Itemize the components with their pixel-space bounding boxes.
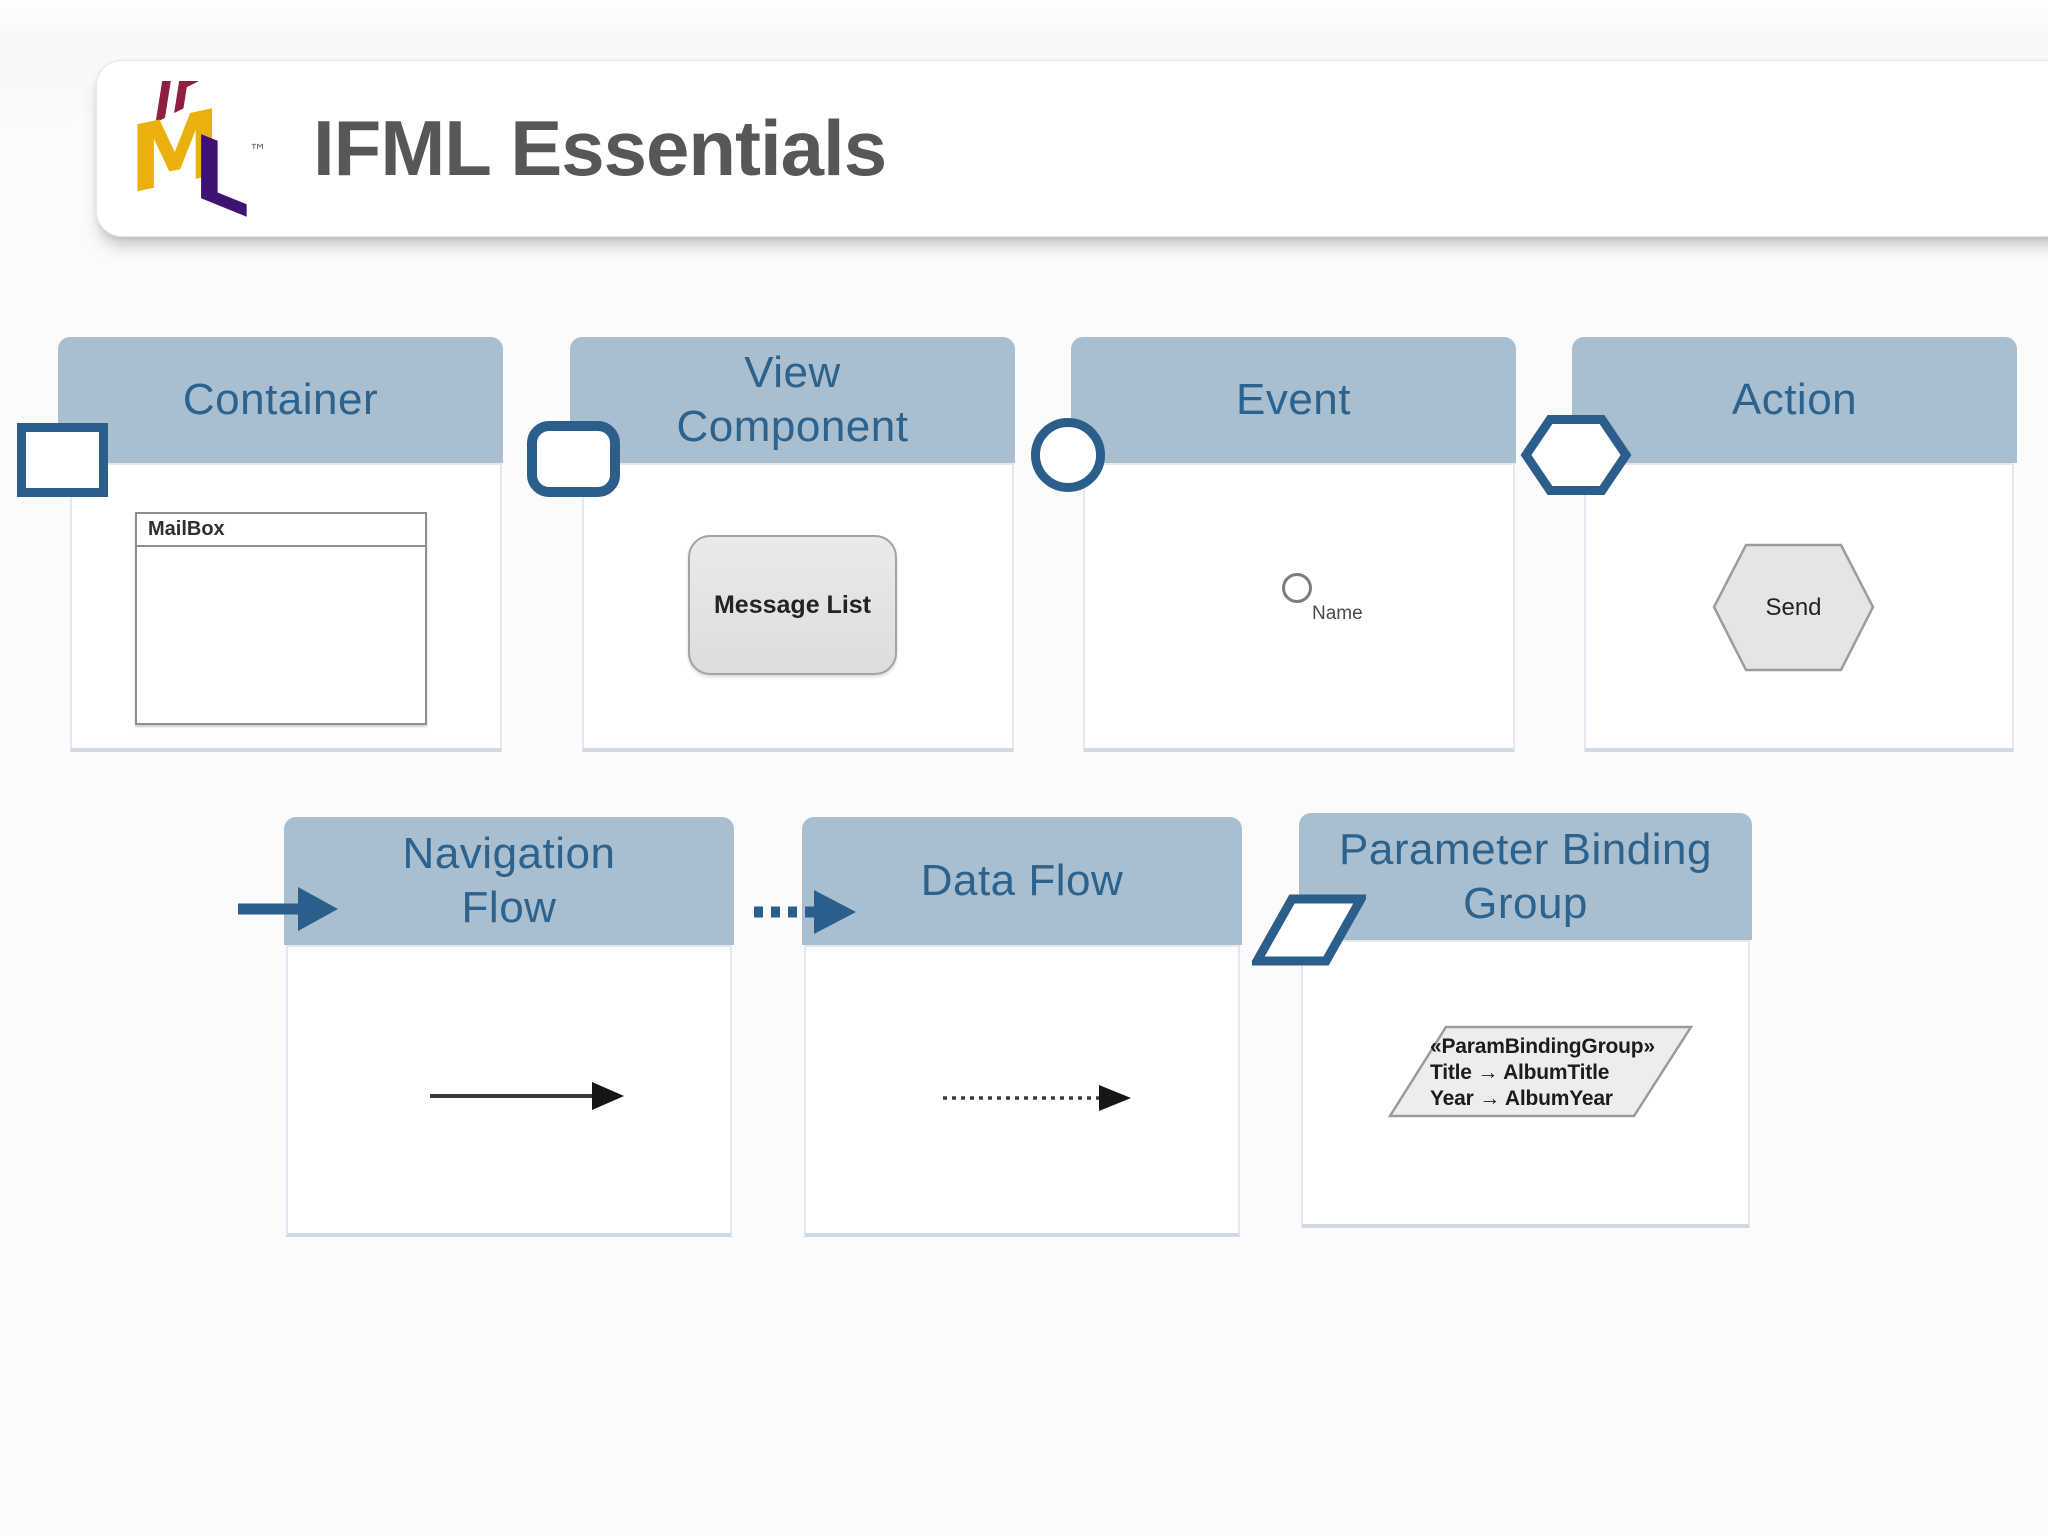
logo-right-letter: L [193, 113, 249, 221]
action-hexagon-icon [1520, 415, 1632, 495]
navigation-flow-example-arrow [430, 1082, 624, 1110]
data-flow-example-arrow [943, 1085, 1131, 1111]
navigation-flow-card-body [286, 945, 732, 1237]
send-hexagon-shape [1712, 543, 1875, 672]
send-action-label: Send [1765, 593, 1822, 621]
container-rectangle-icon [17, 423, 108, 497]
param-binding-line-year: Year → AlbumYear [1430, 1087, 1613, 1110]
param-binding-line-title: Title → AlbumTitle [1430, 1061, 1610, 1084]
mailbox-window-titlebar: MailBox [137, 514, 425, 547]
param-binding-example-text: «ParamBindingGroup» Title → AlbumTitle Y… [1430, 1034, 1700, 1112]
container-card-header: Container [58, 337, 503, 463]
event-example-label: Name [1312, 603, 1363, 624]
event-circle-icon [1031, 418, 1105, 492]
ifml-logo: IF M L ™ [127, 35, 273, 239]
view-component-rounded-rect-icon [527, 421, 620, 497]
action-card-title: Action [1731, 375, 1858, 425]
mailbox-window-title: MailBox [148, 518, 225, 540]
event-card-title: Event [1235, 375, 1351, 425]
page-title: IFML Essentials [313, 104, 887, 192]
navigation-flow-arrow-icon [238, 887, 338, 931]
param-binding-parallelogram-icon [1252, 894, 1366, 966]
data-flow-card-header: Data Flow [802, 817, 1242, 945]
event-card-body [1083, 463, 1515, 752]
logo-left-letter: M [129, 88, 221, 214]
ifml-logo-icon: IF M L ™ [129, 35, 267, 239]
param-binding-card-title: Parameter Binding Group [1339, 824, 1712, 928]
view-component-card-header: View Component [570, 337, 1015, 463]
navigation-flow-card-title: Navigation Flow [402, 829, 616, 932]
navigation-flow-card-header: Navigation Flow [284, 817, 734, 945]
message-list-component: Message List [688, 535, 897, 675]
data-flow-card-body [804, 945, 1240, 1237]
data-flow-card-title: Data Flow [920, 856, 1124, 906]
param-binding-line-stereotype: «ParamBindingGroup» [1430, 1035, 1655, 1058]
event-example-circle [1282, 573, 1312, 603]
param-binding-example-parallelogram [1387, 1025, 1694, 1118]
data-flow-dashed-arrow-icon [754, 890, 856, 934]
mailbox-window: MailBox [135, 512, 427, 725]
view-component-card-title: View Component [676, 348, 909, 451]
param-binding-card-header: Parameter Binding Group [1299, 813, 1752, 940]
param-binding-card-body [1301, 940, 1750, 1228]
message-list-label: Message List [713, 590, 871, 619]
action-card-header: Action [1572, 337, 2017, 463]
logo-trademark: ™ [249, 141, 267, 162]
header-bar: IF M L ™ IFML Essentials [96, 35, 2048, 239]
container-card-title: Container [182, 375, 379, 425]
event-card-header: Event [1071, 337, 1516, 463]
